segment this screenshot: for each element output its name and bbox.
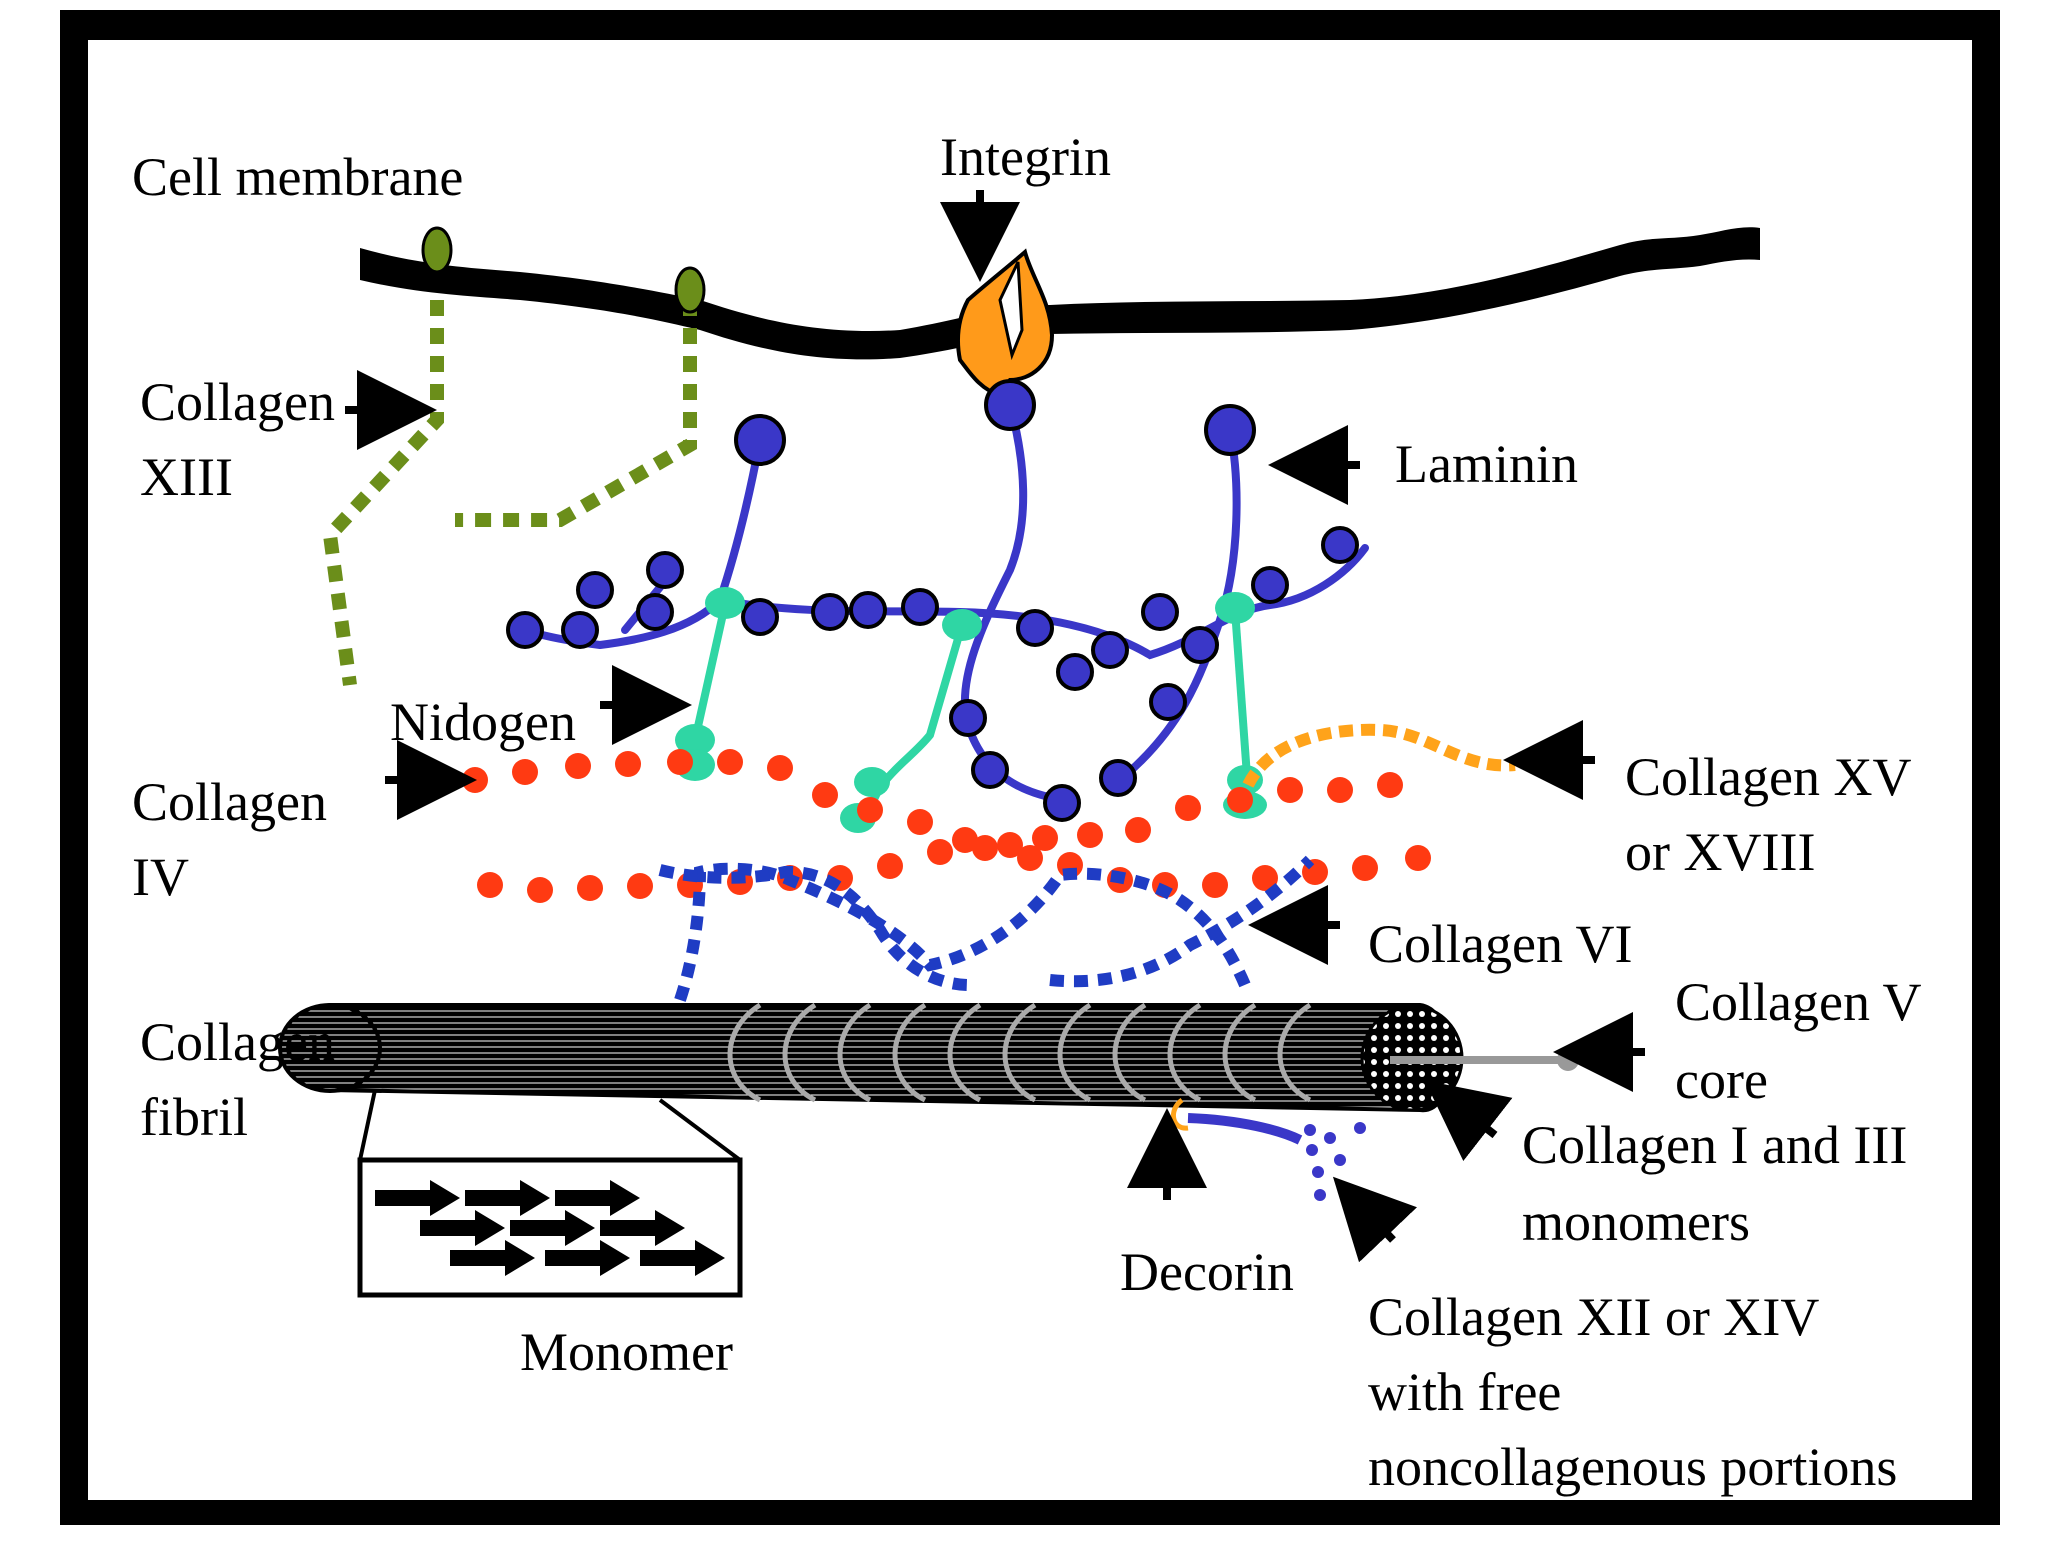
collagen-xiii	[322, 300, 697, 686]
nidogen-label: Nidogen	[390, 692, 576, 752]
collagen-iv-label-1: Collagen	[132, 772, 327, 832]
collagen-xiii-label-2: XIII	[140, 447, 233, 507]
collagen-i-iii-label-1: Collagen I and III	[1522, 1115, 1907, 1175]
collagen-i-iii-arrow	[1424, 1080, 1513, 1162]
monomer-callout	[357, 1089, 743, 1298]
collagen-vi	[658, 855, 1315, 1002]
monomer-label: Monomer	[520, 1322, 733, 1382]
laminin-globules	[506, 379, 1359, 822]
collagen-xv-label-2: or XVIII	[1625, 822, 1815, 882]
collagen-v-label-1: Collagen V	[1675, 972, 1921, 1032]
collagen-fibril	[278, 1002, 1579, 1113]
integrin	[956, 248, 1055, 398]
collagen-fibril-label-2: fibril	[140, 1087, 248, 1147]
laminin-label: Laminin	[1395, 434, 1578, 494]
collagen-iv-label-2: IV	[132, 847, 189, 907]
collagen-vi-label: Collagen VI	[1368, 914, 1632, 974]
collagen-i-iii-label-2: monomers	[1522, 1192, 1750, 1252]
collagen-xii-xiv-dots	[1304, 1122, 1366, 1201]
monomer-arrows	[375, 1180, 725, 1276]
nidogen-globules	[675, 587, 1267, 833]
collagen-xv-label-1: Collagen XV	[1625, 747, 1911, 807]
cell-membrane-label: Cell membrane	[132, 147, 463, 207]
pointer-arrows	[345, 190, 1645, 1263]
collagen-xiii-anchor-2	[674, 266, 706, 314]
integrin-label: Integrin	[940, 127, 1111, 187]
collagen-v-label-2: core	[1675, 1050, 1768, 1110]
fibril-left-end	[278, 1003, 382, 1093]
cell-membrane	[360, 227, 1760, 360]
collagen-fibril-label-1: Collagen	[140, 1012, 335, 1072]
labels: Cell membrane Integrin Collagen XIII Lam…	[132, 127, 1921, 1497]
collagen-xii-label-1: Collagen XII or XIV	[1368, 1287, 1819, 1347]
collagen-xiii-label-1: Collagen	[140, 372, 335, 432]
collagen-xii-label-2: with free	[1368, 1362, 1561, 1422]
collagen-xii-label-3: noncollagenous portions	[1368, 1437, 1897, 1497]
collagen-xii-arrow	[1332, 1176, 1418, 1263]
collagen-v-core-tip	[1557, 1049, 1579, 1071]
decorin-label: Decorin	[1120, 1242, 1294, 1302]
collagen-i-iii-chevrons	[727, 1002, 1312, 1103]
collagen-xiii-anchor-1	[421, 226, 453, 274]
collagen-xv-xviii	[1242, 723, 1516, 788]
